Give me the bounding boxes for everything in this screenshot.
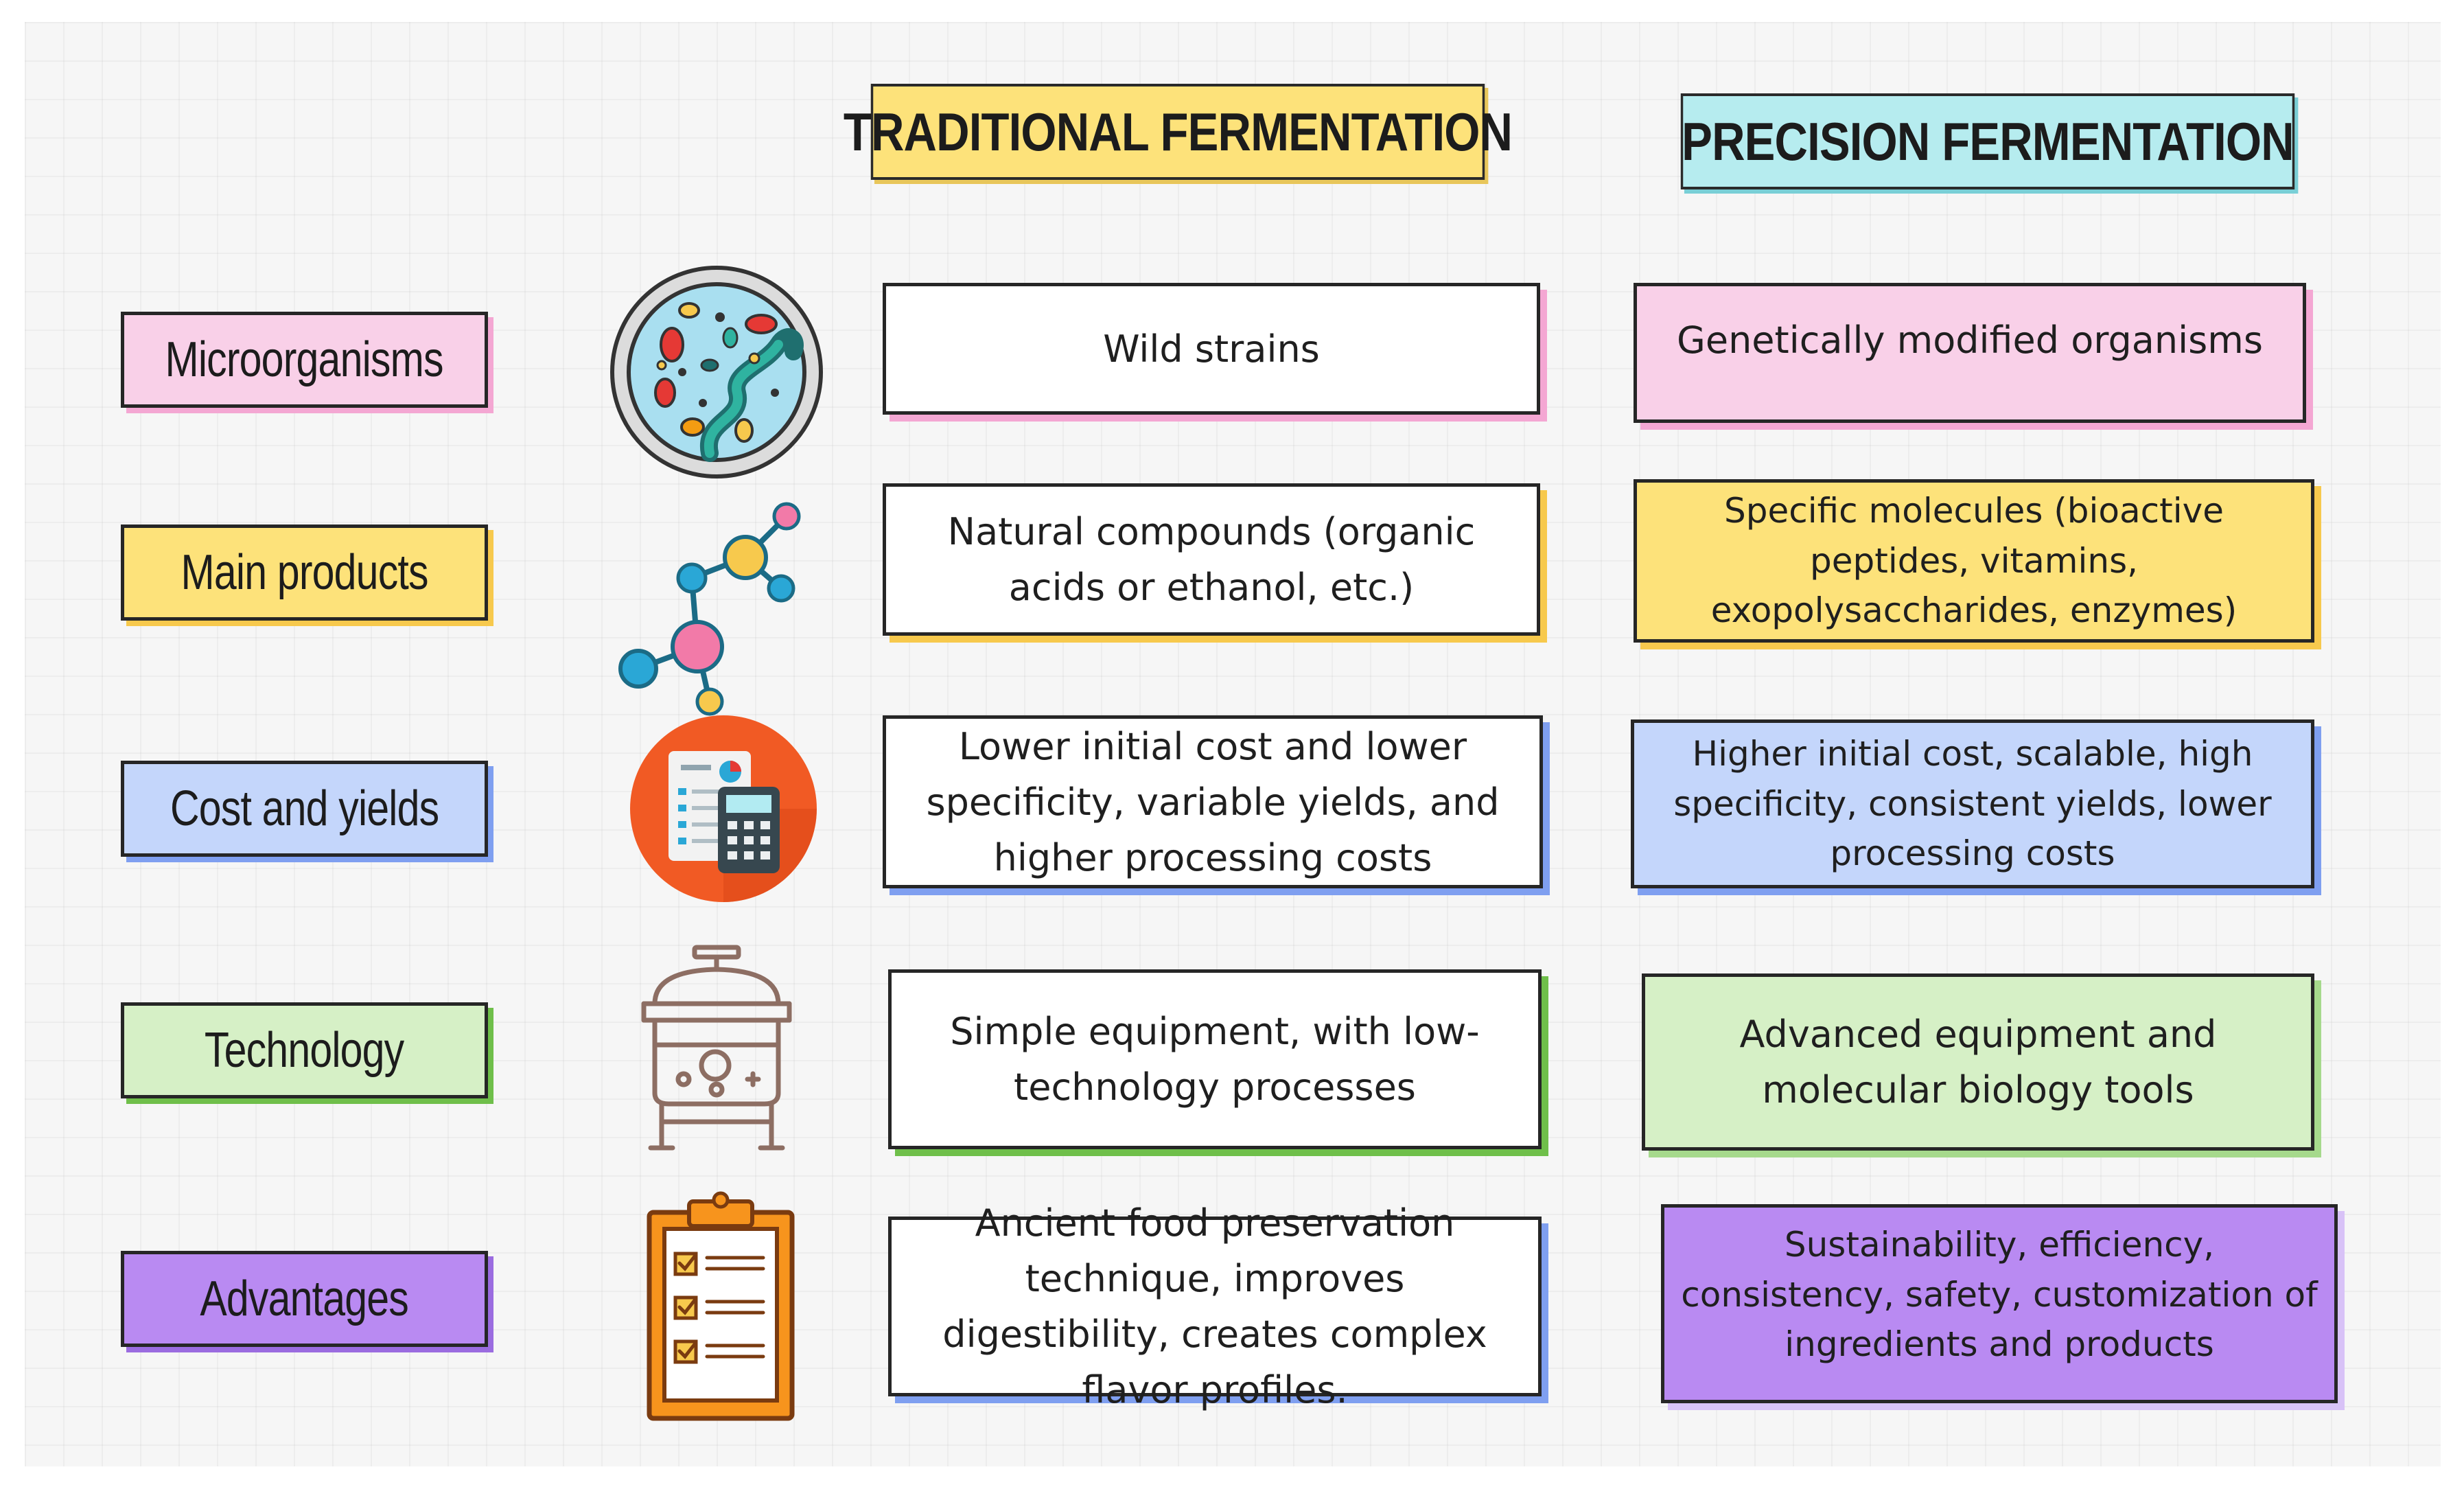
molecule-icon (618, 502, 801, 716)
row-label-advantages: Advantages (121, 1251, 488, 1347)
precision-technology: Advanced equipment and molecular biology… (1642, 973, 2314, 1151)
header-traditional: TRADITIONAL FERMENTATION (844, 84, 1513, 180)
precision-main-products: Specific molecules (bioactive peptides, … (1634, 479, 2314, 643)
calculator-report-icon (630, 715, 817, 902)
row-label-microorganisms: Microorganisms (121, 312, 488, 408)
comparison-board: TRADITIONAL FERMENTATION PRECISION FERME… (25, 22, 2441, 1466)
traditional-cost-and-yields: Lower initial cost and lower specificity… (883, 715, 1543, 888)
petri-dish-icon (610, 266, 823, 479)
row-label-technology: Technology (121, 1002, 488, 1098)
precision-advantages: Sustainability, efficiency, consistency,… (1661, 1204, 2338, 1403)
row-label-cost-and-yields: Cost and yields (121, 761, 488, 857)
traditional-microorganisms: Wild strains (883, 283, 1540, 415)
precision-cost-and-yields: Higher initial cost, scalable, high spec… (1631, 719, 2314, 888)
row-label-main-products: Main products (121, 525, 488, 621)
clipboard-checklist-icon (647, 1191, 795, 1421)
bioreactor-icon (641, 945, 792, 1151)
precision-microorganisms: Genetically modified organisms (1634, 283, 2306, 423)
traditional-advantages: Ancient food preservation technique, imp… (888, 1201, 1542, 1411)
traditional-main-products: Natural compounds (organic acids or etha… (883, 483, 1540, 636)
header-precision: PRECISION FERMENTATION (1680, 93, 2295, 189)
traditional-technology: Simple equipment, with low-technology pr… (888, 969, 1542, 1149)
